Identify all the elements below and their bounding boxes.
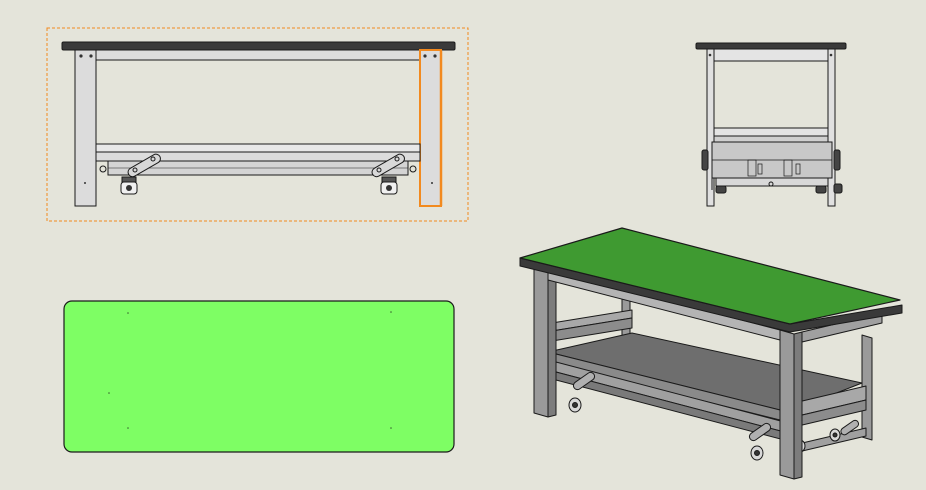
caster-left[interactable] [120,176,138,195]
side-top-rail[interactable] [713,48,829,62]
front-view[interactable] [46,27,469,222]
selection-box [46,27,469,222]
iso-front-right-leg[interactable] [779,329,795,480]
bolts [79,54,437,184]
lower-shelf[interactable] [95,143,421,153]
iso-worktop[interactable] [519,227,901,325]
top-view[interactable] [63,300,455,453]
side-lower-rail[interactable] [713,127,829,137]
iso-front-left-leg[interactable] [533,265,549,418]
lever-arm-right[interactable] [370,153,406,179]
lever-arm-left[interactable] [126,153,162,179]
worktop-edge[interactable] [61,41,456,51]
right-leg[interactable] [419,49,442,207]
top-worktop[interactable] [63,300,455,453]
isometric-view[interactable] [519,227,903,480]
side-view[interactable] [695,42,847,207]
left-leg[interactable] [74,49,97,207]
top-rail[interactable] [95,49,421,61]
side-left-leg[interactable] [706,48,715,207]
caster-right[interactable] [380,176,398,195]
side-worktop[interactable] [695,42,847,50]
side-right-leg[interactable] [827,48,836,207]
